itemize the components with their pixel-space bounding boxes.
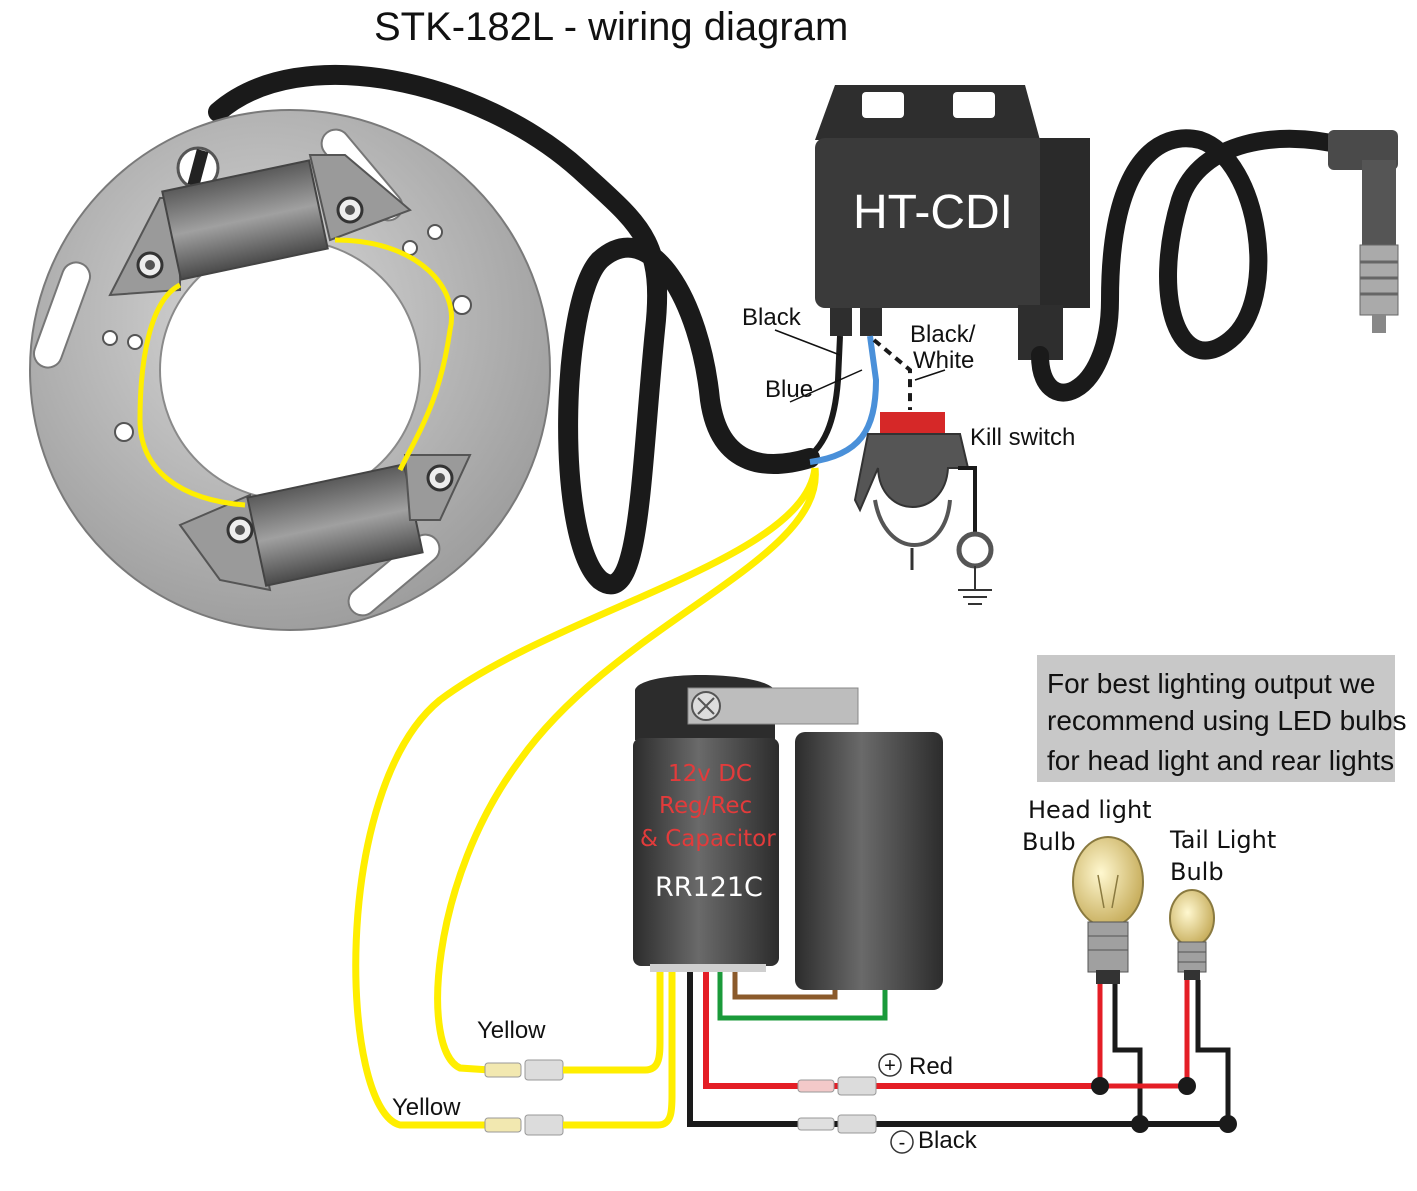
ht-lead (1031, 129, 1349, 402)
rr-line3: & Capacitor (640, 826, 776, 852)
black-wire-cdi (798, 335, 843, 465)
yellow-wire-2-to-rr (563, 972, 676, 1129)
rr-line1: 12v DC (668, 761, 752, 787)
red-wire (703, 972, 1100, 1089)
yellow-connector-1 (484, 1059, 564, 1081)
blue-pointer (789, 369, 863, 403)
junction-dot-1 (1091, 1077, 1109, 1095)
plus-symbol (878, 1053, 902, 1077)
plus-sign: + (884, 1055, 896, 1077)
spark-plug-cap (1328, 130, 1399, 333)
kill-switch (853, 412, 994, 605)
diagram-title: STK-182L - wiring diagram (374, 5, 848, 49)
yellow-wire-2 (352, 467, 819, 1129)
black-label: Black (918, 1127, 978, 1154)
kill-switch-label: Kill switch (970, 424, 1075, 451)
black-white-label-1: Black/ (910, 321, 976, 348)
head-bulb-label-2: Bulb (1022, 828, 1076, 856)
green-wire (717, 972, 888, 1021)
stator-harness-cable (208, 65, 820, 595)
blue-wire-label: Blue (765, 376, 813, 403)
cdi-unit: HT-CDI (815, 85, 1090, 360)
cdi-label: HT-CDI (853, 186, 1013, 239)
yellow-label-2: Yellow (392, 1094, 461, 1121)
head-light-bulb (1072, 836, 1144, 984)
minus-sign: - (899, 1132, 906, 1154)
black-white-wire-cdi (872, 338, 912, 410)
brown-wire (732, 972, 838, 1000)
note-line-2: recommend using LED bulbs (1047, 705, 1407, 736)
stator-yellow-loop (137, 237, 454, 508)
note-line-3: for head light and rear lights (1047, 745, 1394, 776)
black-white-label-2: White (913, 347, 974, 374)
tail-bulb-label-1: Tail Light (1169, 826, 1276, 854)
black-connector (797, 1114, 877, 1134)
black-wire-label: Black (742, 304, 802, 331)
junction-dot-3 (1131, 1115, 1149, 1133)
yellow-connector-2 (484, 1114, 564, 1136)
stator-coil-top (108, 154, 412, 297)
red-label: Red (909, 1053, 953, 1080)
blue-wire-cdi (809, 335, 880, 465)
yellow-label-1: Yellow (477, 1017, 546, 1044)
junction-dot-2 (1178, 1077, 1196, 1095)
black-wire (687, 972, 1228, 1127)
yellow-wire-1-to-rr (563, 972, 664, 1074)
red-connector (797, 1076, 877, 1096)
note-box (1037, 655, 1395, 782)
stator (29, 109, 551, 631)
black-pointer (774, 329, 841, 356)
rr-model: RR121C (655, 872, 763, 903)
tail-black-wire (1195, 980, 1231, 1124)
note-line-1: For best lighting output we (1047, 668, 1375, 699)
tail-bulb-label-2: Bulb (1170, 858, 1224, 886)
tail-light-bulb (1169, 889, 1215, 980)
yellow-wire-1 (434, 467, 819, 1074)
black-white-pointer (914, 369, 946, 381)
junction-dot-4 (1219, 1115, 1237, 1133)
regulator-rectifier: 12v DC Reg/Rec & Capacitor RR121C (633, 675, 943, 990)
head-bulb-label-1: Head light (1028, 796, 1152, 824)
head-black-wire (1112, 984, 1143, 1124)
rr-line2: Reg/Rec (659, 793, 752, 819)
stator-coil-bottom (178, 454, 472, 592)
minus-symbol (890, 1130, 914, 1154)
